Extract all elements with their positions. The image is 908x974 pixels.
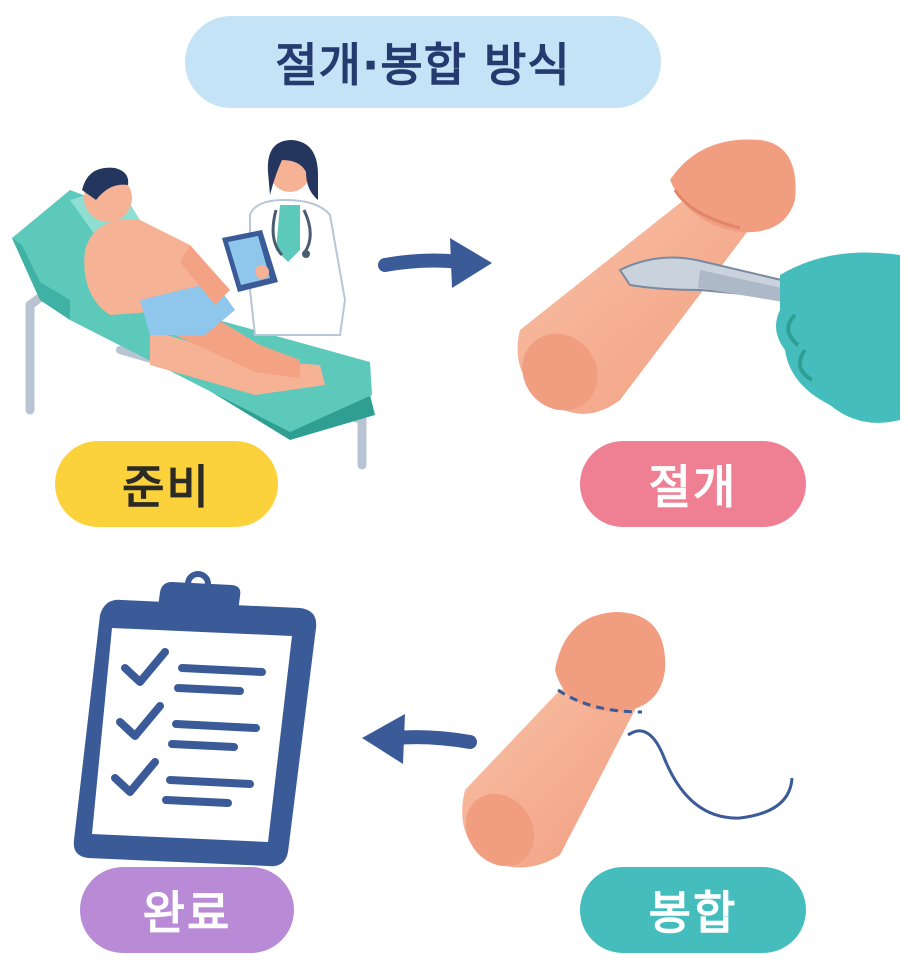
arrow-left-icon [362, 714, 477, 764]
step-complete-label: 완료 [80, 867, 294, 953]
arrow-right-icon [378, 238, 492, 288]
incision-illustration [517, 139, 796, 414]
suture-thread-icon [627, 729, 794, 820]
checklist-clipboard-icon [73, 571, 317, 867]
step-incision-label: 절개 [580, 441, 806, 527]
gloved-hand-icon [776, 252, 900, 423]
patient-on-bed-icon [12, 167, 375, 470]
suture-illustration [462, 612, 666, 868]
step-prep-label: 준비 [55, 441, 278, 527]
step-suture-label: 봉합 [580, 867, 806, 953]
diagram-title: 절개·봉합 방식 [185, 16, 661, 108]
doctor-with-clipboard-icon [222, 140, 347, 336]
